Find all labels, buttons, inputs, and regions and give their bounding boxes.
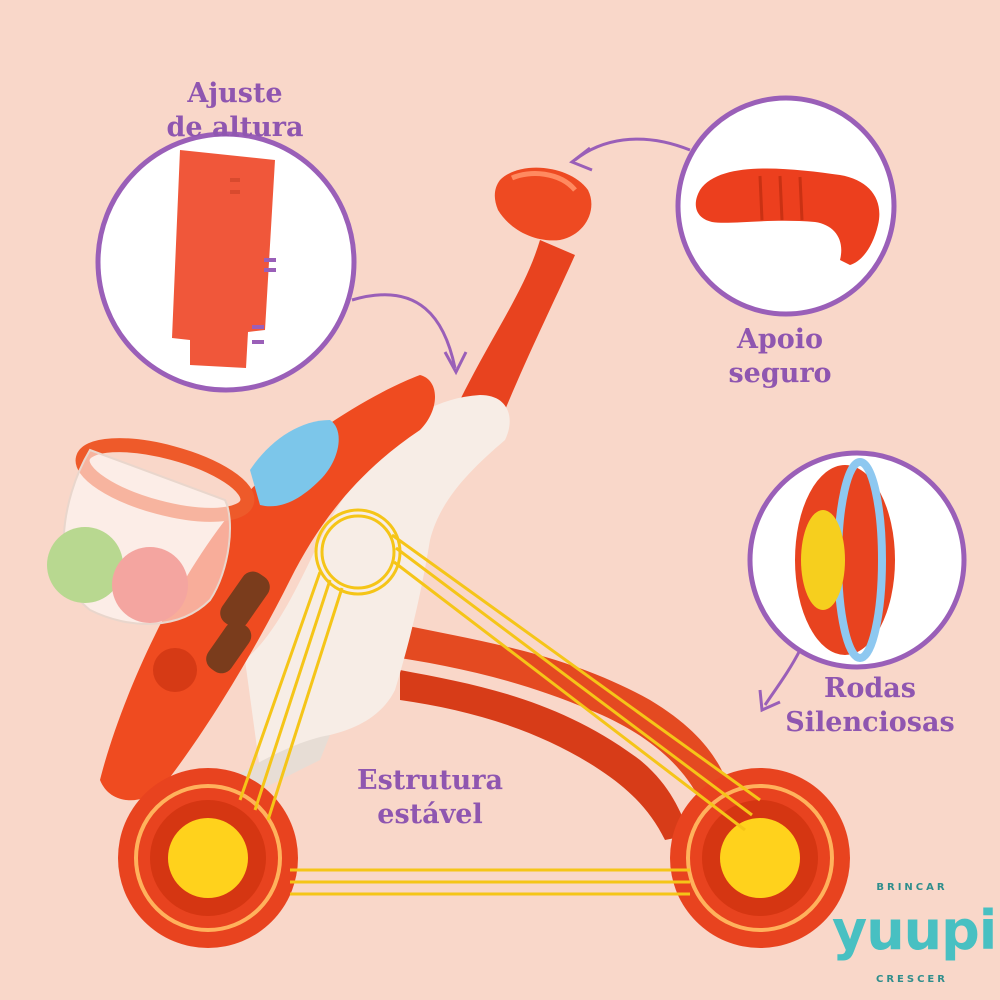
callout-wheels (747, 450, 967, 713)
label-wheels-line2: Silenciosas (785, 707, 955, 738)
brand-tagline-top: BRINCAR (876, 882, 948, 893)
rear-leg (380, 620, 730, 800)
label-height-adjust: Ajuste de altura (140, 77, 330, 145)
ball-pink (112, 547, 188, 623)
label-height-line1: Ajuste (187, 78, 283, 109)
rear-wheel (670, 768, 850, 948)
label-height-line2: de altura (166, 112, 304, 143)
label-grip-line1: Apoio (736, 324, 824, 355)
label-frame: Estrutura estável (330, 764, 530, 832)
label-wheels-line1: Rodas (823, 673, 917, 704)
grip-closeup (695, 168, 880, 265)
brand-logo: BRINCAR yuupi CRESCER (832, 878, 997, 988)
label-grip-line2: seguro (728, 358, 832, 389)
ball-green (47, 527, 123, 603)
label-wheels: Rodas Silenciosas (770, 672, 970, 740)
label-frame-line1: Estrutura (357, 765, 503, 796)
front-wheel (118, 768, 298, 948)
callout-grip (569, 95, 897, 317)
handle-grip (494, 167, 592, 241)
height-adjust-tube (172, 150, 275, 368)
handle-pole (460, 240, 575, 410)
label-frame-line2: estável (377, 799, 483, 830)
stability-highlight-lines (238, 508, 761, 896)
brand-tagline-bottom: CRESCER (876, 974, 948, 985)
label-grip: Apoio seguro (700, 323, 860, 391)
brand-name: yuupi (832, 899, 997, 962)
callout-height-adjust (95, 131, 468, 393)
